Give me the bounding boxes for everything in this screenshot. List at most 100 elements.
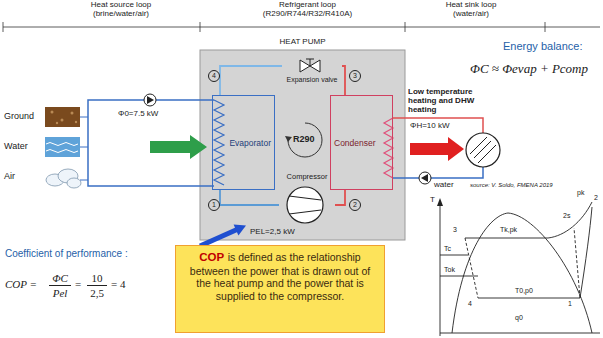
compression-line	[580, 207, 592, 298]
definition-callout: COPis defined as the relationship betwee…	[175, 245, 385, 333]
source-loop-pipe	[88, 100, 214, 186]
text-label: Φ0=7.5 kW	[118, 110, 158, 119]
text-label: 3	[453, 226, 457, 234]
ts-diagram	[440, 202, 600, 336]
circulation-arrow	[288, 123, 322, 157]
ground-texture	[51, 111, 78, 125]
callout-number: 4	[208, 70, 220, 82]
text-label: water	[434, 181, 454, 190]
pump-symbol	[421, 174, 428, 182]
text-label: R290	[293, 135, 315, 145]
text-label: ΦH=10 kW	[410, 122, 450, 131]
text-label: 2,5	[87, 287, 107, 299]
condenser-coil	[384, 118, 393, 178]
air-icon	[46, 169, 81, 188]
refrigerant-pipe	[220, 190, 279, 205]
box-label: Expansion valve	[282, 76, 342, 83]
ground-grain	[56, 122, 58, 124]
condensing-isobar	[465, 202, 592, 238]
evaporator-coil	[214, 100, 224, 185]
circulation-arrowhead	[285, 136, 292, 142]
source-branch	[80, 147, 88, 148]
dimension-tick	[3, 22, 4, 32]
text-label: Refrigerant loop (R290/R744/R32/R410A)	[250, 1, 365, 19]
refrigerant-pipe	[335, 190, 345, 205]
saturation-dome	[452, 213, 592, 333]
text-label: COP =	[5, 278, 37, 290]
text-label: Pel	[49, 287, 71, 299]
isentropic-line	[574, 228, 580, 298]
callout-number: 3	[349, 70, 361, 82]
temperature-line	[440, 276, 478, 277]
condenser-box: Condenser	[330, 95, 393, 190]
heat-input-arrow	[150, 135, 207, 159]
text-label: =	[75, 278, 81, 290]
radiator-hatch	[470, 137, 496, 163]
pump-symbol	[144, 94, 156, 106]
box-label: Condenser	[334, 138, 376, 148]
text-label: 4	[468, 300, 472, 308]
compressor-drawing	[279, 186, 331, 226]
pump-symbol	[147, 96, 154, 104]
compressor-circle	[287, 187, 323, 223]
text-label: ΦC ≈ Φevap + Pcomp	[470, 62, 588, 76]
valve-bowtie	[300, 60, 320, 72]
compressor-symbol: Compressor	[279, 172, 335, 226]
text-label: Tk,pk	[500, 226, 517, 234]
text-label: Tc	[444, 245, 451, 253]
evaporator-box: Evaporator	[212, 95, 275, 190]
heat-output-arrow	[410, 137, 464, 161]
valve-symbol	[282, 58, 338, 74]
text-label: = 4	[111, 278, 125, 290]
pump-symbol	[419, 172, 431, 184]
cloud	[67, 178, 81, 188]
text-label: q0	[515, 314, 523, 322]
text-label: pk	[577, 189, 584, 197]
dimension-tick	[545, 22, 546, 32]
temperature-line	[440, 255, 468, 256]
callout-number: 1	[208, 199, 220, 211]
heat-pump-box: HEAT PUMPEvaporatorExpansion valveConden…	[200, 50, 405, 240]
evaporating-isobar	[478, 298, 580, 299]
refrigerant-pipe	[342, 66, 345, 95]
text-label: Water	[4, 142, 28, 152]
dimension-line	[3, 27, 600, 28]
power-arrowhead	[234, 225, 246, 236]
dimension-tick	[405, 22, 406, 32]
fraction-bar	[87, 285, 107, 286]
text-label: T	[430, 196, 435, 205]
power-arrow	[200, 230, 237, 247]
text-label: Coefficient of performance :	[5, 248, 128, 259]
ground-grain	[61, 119, 64, 122]
source-branch	[80, 180, 88, 181]
text-label: 2s	[563, 212, 570, 220]
return-pipe	[393, 167, 483, 178]
ground-icon	[45, 107, 80, 127]
radiator-symbol	[466, 133, 500, 167]
axis-arrowhead	[437, 198, 443, 206]
refrigerant-pipe	[220, 66, 282, 95]
box-heading: HEAT PUMP	[200, 37, 405, 46]
supply-pipe	[393, 118, 483, 133]
valve-stem	[306, 59, 314, 66]
text-label: Low temperature heating and DHW heating	[408, 88, 503, 114]
text-label: ΦC	[49, 272, 71, 284]
water-icon	[45, 137, 80, 157]
ground-grain	[75, 121, 77, 123]
box-label: Evaporator	[229, 138, 271, 148]
text-label: 1	[568, 300, 572, 308]
expansion-line	[465, 238, 478, 298]
text-label: source: V. Soldo, FMENA 2019	[470, 182, 553, 189]
compressor-lines	[289, 196, 321, 214]
fraction-bar	[49, 285, 71, 286]
text-label: 2	[594, 194, 598, 202]
heat-pump-housing	[200, 50, 405, 240]
text-label: 10	[87, 272, 107, 284]
callout-number: 2	[349, 199, 361, 211]
axis	[440, 333, 600, 334]
dimension-tick	[200, 22, 201, 32]
axis	[440, 202, 441, 336]
box-label: Compressor	[279, 172, 335, 181]
ground-grain	[51, 111, 54, 114]
